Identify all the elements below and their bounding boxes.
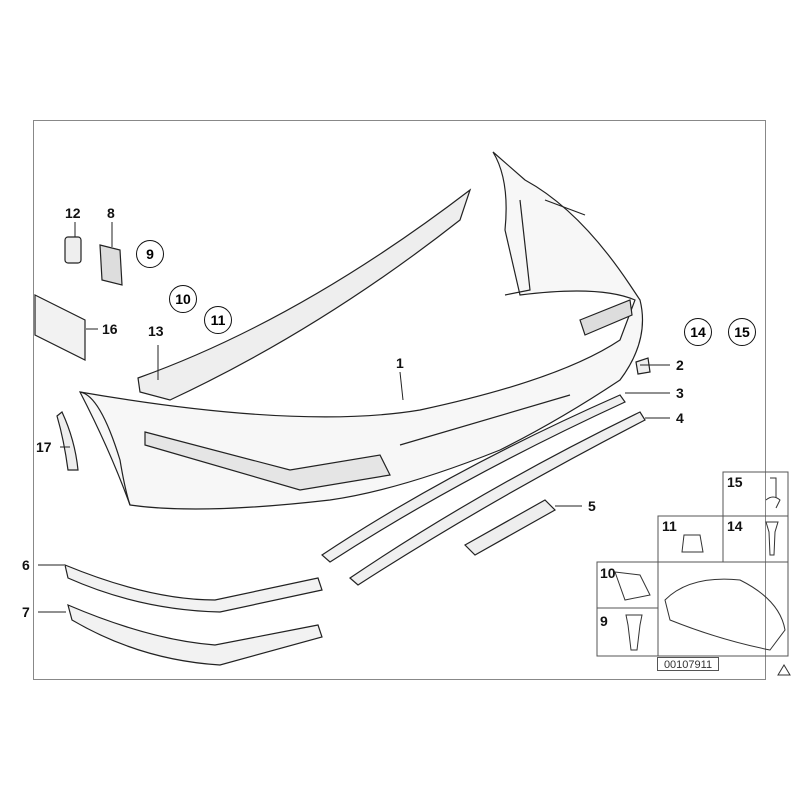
- circled-callout-9: 9: [136, 240, 164, 268]
- clip-10-icon: [614, 571, 651, 601]
- callout-1: 1: [396, 355, 404, 371]
- diagram-number: 00107911: [657, 657, 719, 671]
- callout-16: 16: [102, 321, 118, 337]
- hardware-label-15: 15: [727, 474, 743, 490]
- callout-8: 8: [107, 205, 115, 221]
- callout-3: 3: [676, 385, 684, 401]
- hardware-label-10: 10: [600, 565, 616, 581]
- part-12: [64, 236, 82, 264]
- carrier-13: [137, 188, 472, 401]
- triangle-icon: [777, 664, 791, 676]
- callout-17: 17: [36, 439, 52, 455]
- hardware-grid: [596, 471, 789, 657]
- clip-15-icon: [765, 477, 781, 509]
- screw-9-icon: [625, 614, 643, 651]
- hardware-label-9: 9: [600, 613, 608, 629]
- callout-4: 4: [676, 410, 684, 426]
- screw-14-icon: [765, 521, 779, 556]
- hardware-label-14: 14: [727, 518, 743, 534]
- diagram-frame: [33, 120, 766, 680]
- callout-5: 5: [588, 498, 596, 514]
- circled-callout-10: 10: [169, 285, 197, 313]
- circled-callout-11: 11: [204, 306, 232, 334]
- part-17: [56, 411, 79, 471]
- hardware-label-11: 11: [662, 518, 677, 534]
- circled-callout-14: 14: [684, 318, 712, 346]
- part-8: [99, 244, 123, 286]
- strip-4: [349, 411, 646, 586]
- car-outline-icon: [664, 578, 786, 651]
- part-16: [34, 294, 86, 361]
- nut-11-icon: [681, 534, 704, 553]
- part-2: [635, 357, 651, 375]
- callout-6: 6: [22, 557, 30, 573]
- bumper-shell: [78, 151, 644, 510]
- callout-13: 13: [148, 323, 164, 339]
- callout-7: 7: [22, 604, 30, 620]
- trim-7: [67, 603, 323, 666]
- callout-12: 12: [65, 205, 81, 221]
- circled-callout-15: 15: [728, 318, 756, 346]
- strip-3: [321, 394, 626, 563]
- callout-2: 2: [676, 357, 684, 373]
- trim-6: [64, 564, 323, 613]
- part-5: [464, 499, 556, 556]
